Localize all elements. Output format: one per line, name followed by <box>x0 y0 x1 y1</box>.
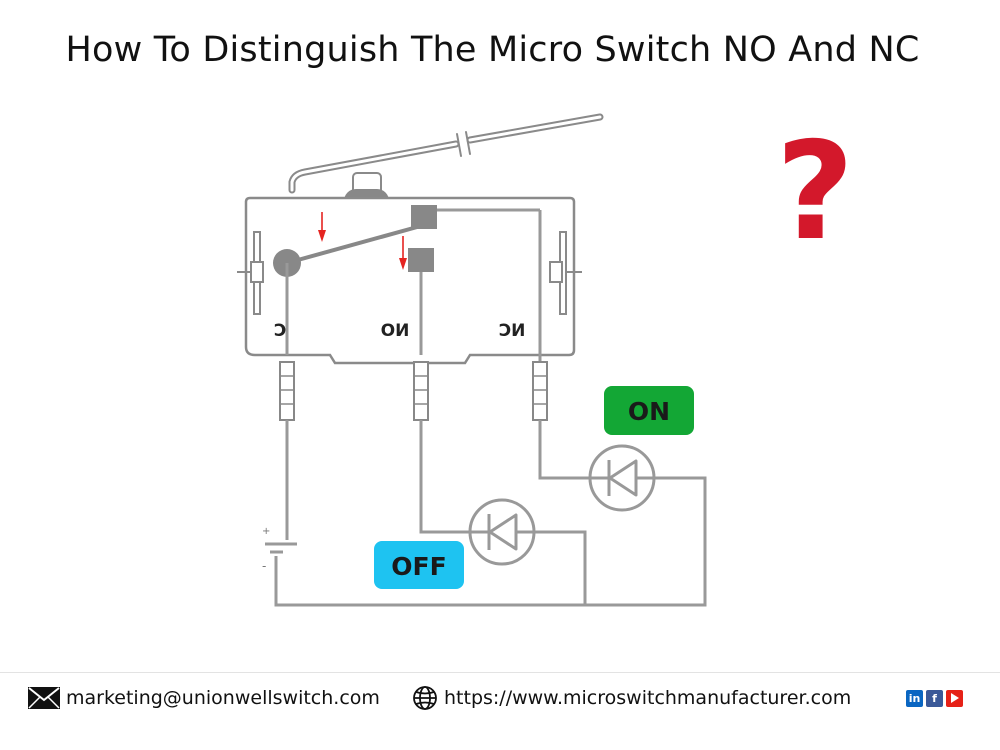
off-badge-label: OFF <box>391 552 446 581</box>
diode-icon <box>588 444 656 512</box>
terminal-labels: C NO NC <box>274 321 526 341</box>
linkedin-icon[interactable]: in <box>906 689 923 707</box>
circuit-wiring <box>274 420 707 607</box>
no-contact <box>408 248 434 272</box>
diode-icon <box>468 498 536 566</box>
email-text: marketing@unionwellswitch.com <box>66 687 380 709</box>
envelope-icon <box>28 687 60 709</box>
terminal-pins <box>279 361 548 421</box>
footer: marketing@unionwellswitch.com https://ww… <box>0 672 1000 723</box>
page-title: How To Distinguish The Micro Switch NO A… <box>65 30 920 70</box>
movement-arrows <box>318 212 407 270</box>
terminal-label-no: NO <box>381 321 410 341</box>
switch-housing <box>237 196 582 365</box>
on-badge: ON <box>604 386 694 435</box>
globe-icon <box>413 686 437 710</box>
battery-minus: - <box>262 559 266 573</box>
footer-email[interactable]: marketing@unionwellswitch.com <box>28 673 380 723</box>
battery: + - <box>262 526 297 573</box>
footer-website[interactable]: https://www.microswitchmanufacturer.com <box>412 673 851 723</box>
lever-arm <box>288 113 604 194</box>
off-badge: OFF <box>374 541 464 589</box>
terminal-label-nc: NC <box>499 321 526 341</box>
on-badge-label: ON <box>628 397 670 426</box>
battery-plus: + <box>262 526 270 537</box>
youtube-icon[interactable] <box>946 689 963 707</box>
social-links: in f <box>903 673 963 723</box>
facebook-icon[interactable]: f <box>926 689 943 707</box>
question-mark: ? <box>776 113 854 270</box>
nc-contact <box>411 205 437 229</box>
website-text: https://www.microswitchmanufacturer.com <box>444 687 852 709</box>
arrow-down-icon <box>399 258 407 270</box>
arrow-down-icon <box>318 230 326 242</box>
terminal-label-c: C <box>274 321 286 341</box>
micro-switch-diagram: C NO NC + - <box>237 113 854 607</box>
